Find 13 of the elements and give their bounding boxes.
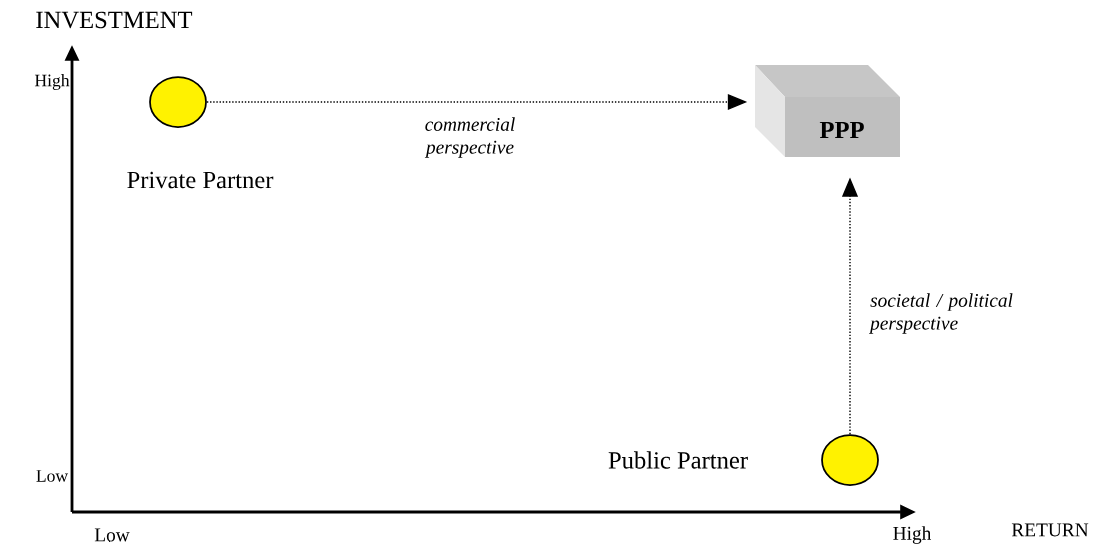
partner-label: Public Partner	[608, 451, 748, 469]
axis-tick-label: Low	[94, 528, 130, 542]
partner-circle	[821, 434, 879, 486]
cube-box: PPP	[755, 65, 900, 157]
edge-label: commercial perspective	[424, 117, 515, 158]
axis-title: RETURN	[1011, 523, 1089, 537]
axis-title: INVESTMENT	[36, 11, 193, 29]
axis-tick-label: High	[893, 526, 932, 544]
partner-circle	[149, 76, 207, 128]
partner-label: Private Partner	[127, 171, 274, 189]
axis-tick-label: High	[34, 74, 70, 90]
axis-tick-label: Low	[36, 470, 69, 482]
edge-label: societal / political perspective	[869, 293, 1013, 334]
